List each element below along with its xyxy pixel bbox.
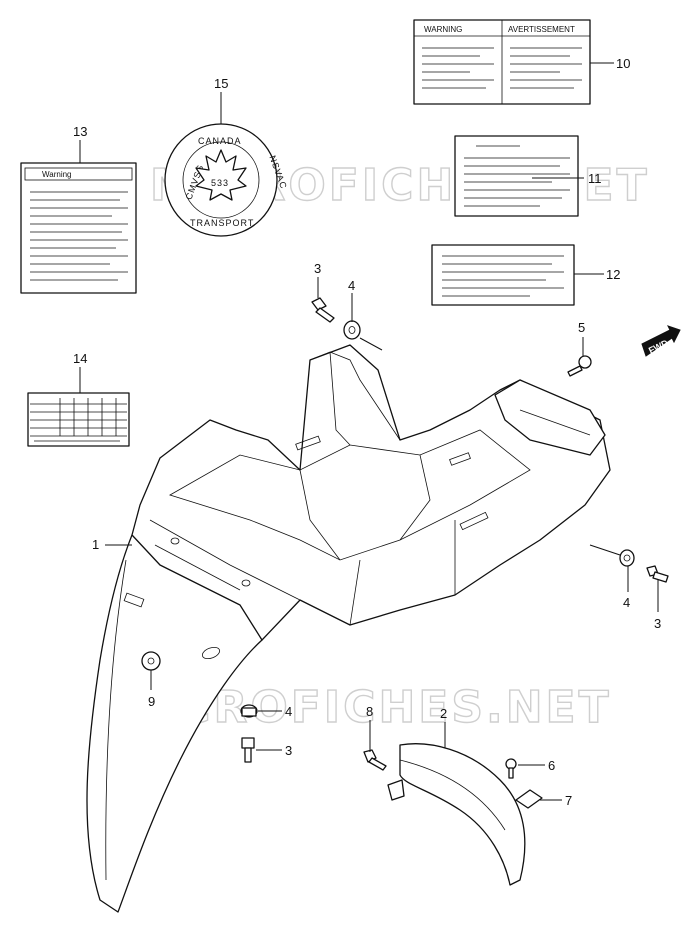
bolt-3-lower xyxy=(241,737,255,763)
callout-4-lower: 4 xyxy=(285,704,292,719)
callout-7: 7 xyxy=(565,793,572,808)
seal-text-canada: CANADA xyxy=(198,136,242,146)
fwd-arrow-tag: FWD xyxy=(641,325,681,357)
seal-number: 533 xyxy=(211,178,229,188)
washer-9 xyxy=(141,651,161,671)
label-warning-en-text: WARNING xyxy=(424,25,462,34)
callout-6: 6 xyxy=(548,758,555,773)
callout-3-lower: 3 xyxy=(285,743,292,758)
grommet-4-lower xyxy=(240,704,258,718)
callout-1: 1 xyxy=(92,537,99,552)
label-14-table xyxy=(27,392,130,447)
callout-10: 10 xyxy=(616,56,630,71)
label-warning-13: Warning xyxy=(20,162,137,294)
grommet-4-right xyxy=(619,549,635,567)
callout-5: 5 xyxy=(578,320,585,335)
label-warning-fr-text: AVERTISSEMENT xyxy=(508,25,575,34)
clip-7 xyxy=(515,789,543,809)
callout-2: 2 xyxy=(440,706,447,721)
label-warning-bilingual: WARNING AVERTISSEMENT xyxy=(413,19,591,105)
inner-fender xyxy=(387,743,526,886)
seal-text-transport: TRANSPORT xyxy=(190,218,254,228)
callout-15: 15 xyxy=(214,76,228,91)
grommet-4-top xyxy=(343,320,361,340)
callout-3-right: 3 xyxy=(654,616,661,631)
callout-9: 9 xyxy=(148,694,155,709)
bolt-3-top xyxy=(311,297,335,323)
label-13-title: Warning xyxy=(42,170,72,179)
callout-4-top: 4 xyxy=(348,278,355,293)
callout-14: 14 xyxy=(73,351,87,366)
callout-13: 13 xyxy=(73,124,87,139)
rear-fender xyxy=(86,344,611,913)
label-12 xyxy=(431,244,575,306)
screw-6 xyxy=(505,758,517,779)
callout-8: 8 xyxy=(366,704,373,719)
label-canada-seal: CANADA TRANSPORT CMVSS NSVAC 533 xyxy=(164,123,289,237)
callout-11: 11 xyxy=(588,171,602,186)
bolt-5 xyxy=(567,355,592,377)
callouts: 13 15 10 11 12 14 3 4 5 4 3 1 9 4 3 8 2 … xyxy=(73,56,661,808)
bolt-8 xyxy=(363,749,387,771)
callout-3-top: 3 xyxy=(314,261,321,276)
callout-4-right: 4 xyxy=(623,595,630,610)
callout-12: 12 xyxy=(606,267,620,282)
label-11 xyxy=(454,135,579,217)
leader-lines xyxy=(79,62,659,801)
bolt-3-right xyxy=(646,565,669,583)
